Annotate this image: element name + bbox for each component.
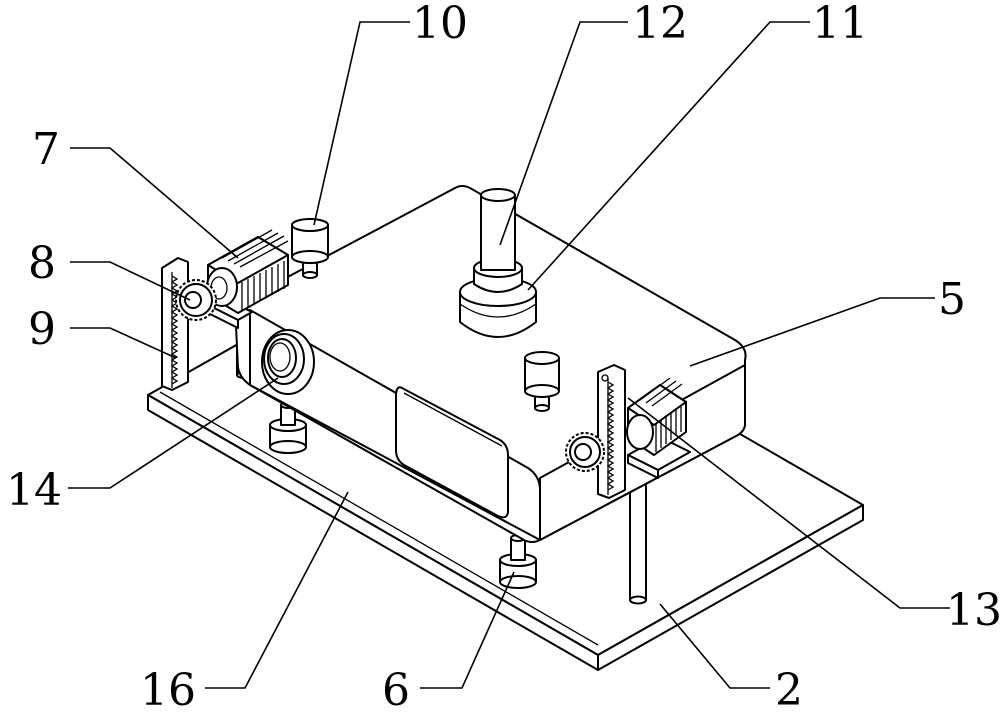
label-12: 12 [632, 0, 688, 49]
label-7: 7 [32, 124, 60, 175]
label-13: 13 [946, 585, 1000, 636]
stud-top-right [524, 351, 560, 412]
leader-10 [313, 21, 410, 226]
stud-top-left [291, 218, 329, 279]
leader-5 [689, 297, 935, 367]
label-2: 2 [775, 665, 803, 715]
label-8: 8 [28, 238, 56, 289]
leader-8 [70, 261, 191, 301]
leader-12 [499, 21, 628, 246]
label-11: 11 [812, 0, 868, 49]
leader-14 [68, 377, 279, 489]
leader-13 [627, 397, 950, 609]
lens-port [261, 329, 315, 395]
left-drive-assembly [161, 229, 289, 391]
label-16: 16 [140, 665, 196, 715]
label-5: 5 [938, 274, 966, 325]
callout-labels: 10 12 11 7 8 9 5 14 13 16 6 2 [6, 0, 1000, 715]
label-14: 14 [6, 465, 62, 516]
leader-2 [659, 603, 770, 689]
label-10: 10 [412, 0, 468, 49]
leader-lines [68, 21, 950, 689]
leader-11 [527, 21, 810, 291]
leader-16 [205, 491, 349, 689]
leader-6 [420, 571, 515, 689]
leader-7 [70, 147, 239, 259]
label-9: 9 [28, 304, 56, 355]
leader-9 [70, 327, 177, 359]
label-6: 6 [382, 665, 410, 715]
top-camera [459, 188, 537, 338]
